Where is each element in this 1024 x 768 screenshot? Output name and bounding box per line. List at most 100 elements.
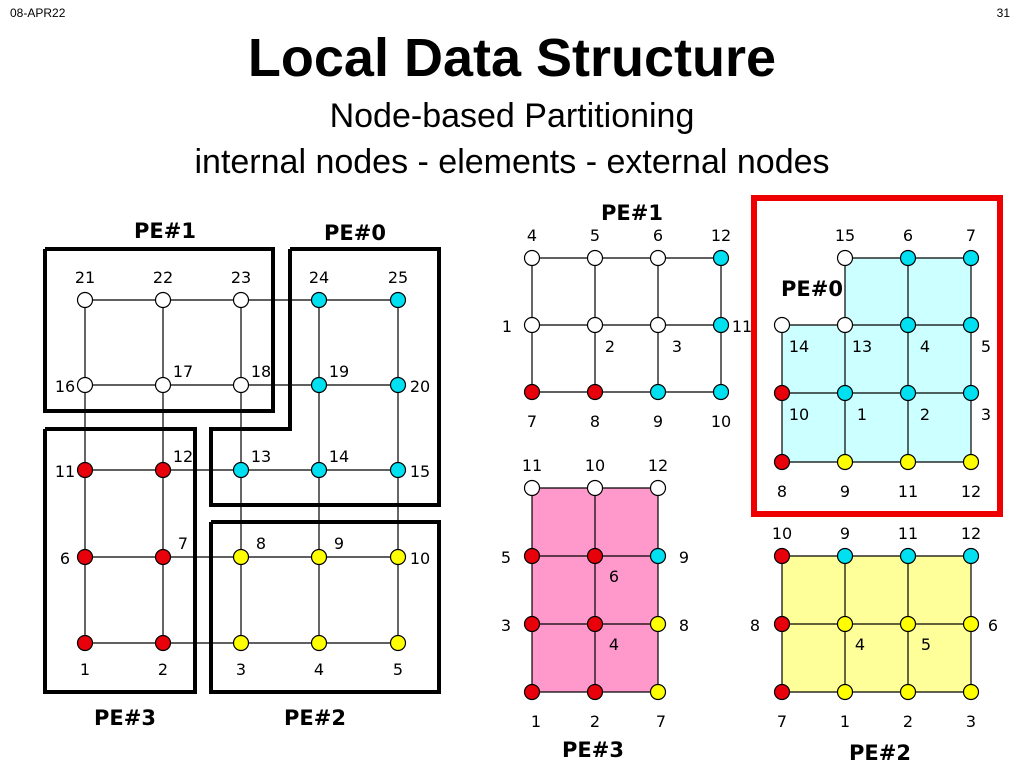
pe2-local-node: [773, 683, 791, 701]
pe0-shaded-region: [782, 258, 971, 462]
pe2-local-node-label: 12: [961, 524, 981, 543]
global-node: [310, 548, 328, 566]
global-node: [76, 548, 94, 566]
pe3-local-node: [523, 479, 541, 497]
pe3-local-node-label: 2: [590, 712, 600, 731]
partition-outline-pe0: [209, 247, 441, 507]
global-node: [154, 548, 172, 566]
pe2-local-node: [962, 547, 980, 565]
global-node-label: 21: [75, 268, 95, 287]
pe3-local-node-label: 12: [648, 456, 668, 475]
global-node: [154, 461, 172, 479]
global-node-label: 2: [158, 660, 168, 679]
pe1-local-node-label: 7: [527, 412, 537, 431]
pe0-local-node-label: 9: [840, 482, 850, 501]
pe-label-pe3: PE#3: [94, 706, 156, 730]
global-node-label: 11: [55, 462, 75, 481]
pe0-local-node-label: 11: [898, 482, 918, 501]
global-node: [154, 634, 172, 652]
pe1-local-node: [586, 383, 604, 401]
pe2-local-node: [899, 683, 917, 701]
global-node-label: 4: [314, 660, 324, 679]
pe0-local-node-label: 2: [920, 405, 930, 424]
pe1-local-node-label: 9: [653, 412, 663, 431]
slide-title: Local Data Structure: [247, 28, 777, 88]
pe1-local-node: [712, 249, 730, 267]
global-node-label: 20: [410, 377, 430, 396]
global-node-label: 23: [231, 268, 251, 287]
slide-subtitle: Node-based Partitioning: [329, 97, 695, 135]
global-node: [76, 461, 94, 479]
global-node: [76, 291, 94, 309]
pe2-local-node: [962, 683, 980, 701]
pe3-local-node: [649, 615, 667, 633]
pe3-local-node-label: 11: [522, 456, 542, 475]
pe-label-pe1: PE#1: [134, 219, 196, 243]
pe2-local-node-label: 9: [840, 524, 850, 543]
pe0-local-node: [899, 316, 917, 334]
global-node: [232, 548, 250, 566]
pe2-local-node-label: 2: [903, 712, 913, 731]
pe0-local-node-label: 5: [981, 337, 991, 356]
pe1-element-label: 3: [672, 337, 682, 356]
pe3-local-node: [586, 683, 604, 701]
pe1-local-node: [523, 249, 541, 267]
pe1-local-node: [649, 383, 667, 401]
pe0-local-node: [899, 249, 917, 267]
pe1-local-node: [649, 249, 667, 267]
global-node: [310, 376, 328, 394]
pe0-local-node: [962, 453, 980, 471]
pe2-local-node: [836, 547, 854, 565]
pe3-local-node: [649, 547, 667, 565]
pe1-local-node: [586, 316, 604, 334]
pe0-local-node-label: 10: [789, 405, 809, 424]
global-node-label: 16: [55, 377, 75, 396]
global-node-label: 10: [410, 549, 430, 568]
pe0-local-node: [836, 384, 854, 402]
global-node: [389, 376, 407, 394]
global-node-label: 5: [393, 660, 403, 679]
global-node: [154, 376, 172, 394]
global-node: [76, 634, 94, 652]
global-node-label: 18: [251, 362, 271, 381]
pe3-local-node: [523, 615, 541, 633]
pe3-local-node-label: 3: [501, 616, 511, 635]
global-node: [232, 461, 250, 479]
global-node-label: 7: [178, 534, 188, 553]
pe0-local-node-label: 15: [835, 226, 855, 245]
partition-outline-pe1: [43, 247, 275, 413]
global-node: [389, 548, 407, 566]
pe1-local-node: [523, 316, 541, 334]
global-node-label: 19: [329, 362, 349, 381]
pe2-local-node-label: 7: [777, 712, 787, 731]
pe2-local-title: PE#2: [849, 741, 911, 765]
pe0-local-node: [836, 316, 854, 334]
pe3-local-node: [586, 615, 604, 633]
pe3-local-node: [523, 683, 541, 701]
pe3-local-node: [586, 479, 604, 497]
pe2-local-node-label: 6: [988, 616, 998, 635]
pe3-local-node: [523, 547, 541, 565]
global-node: [76, 376, 94, 394]
pe1-local-title: PE#1: [601, 201, 663, 225]
global-node-label: 6: [60, 549, 70, 568]
pe0-local-node-label: 3: [981, 405, 991, 424]
pe1-local-node-label: 1: [502, 317, 512, 336]
pe-label-pe2: PE#2: [284, 706, 346, 730]
partition-outline-pe2: [209, 520, 441, 694]
pe0-local-node-label: 6: [903, 226, 913, 245]
global-node: [232, 376, 250, 394]
global-node-label: 13: [251, 447, 271, 466]
pe0-local-node: [962, 316, 980, 334]
pe3-local-node-label: 7: [656, 712, 666, 731]
pe0-local-node: [773, 453, 791, 471]
pe2-local-node: [962, 615, 980, 633]
page-number: 31: [996, 6, 1010, 20]
pe0-local-node: [899, 384, 917, 402]
pe1-local-node-label: 12: [711, 226, 731, 245]
pe0-local-node-label: 14: [789, 337, 809, 356]
pe2-local-node-label: 10: [772, 524, 792, 543]
global-node: [389, 291, 407, 309]
global-node: [389, 461, 407, 479]
